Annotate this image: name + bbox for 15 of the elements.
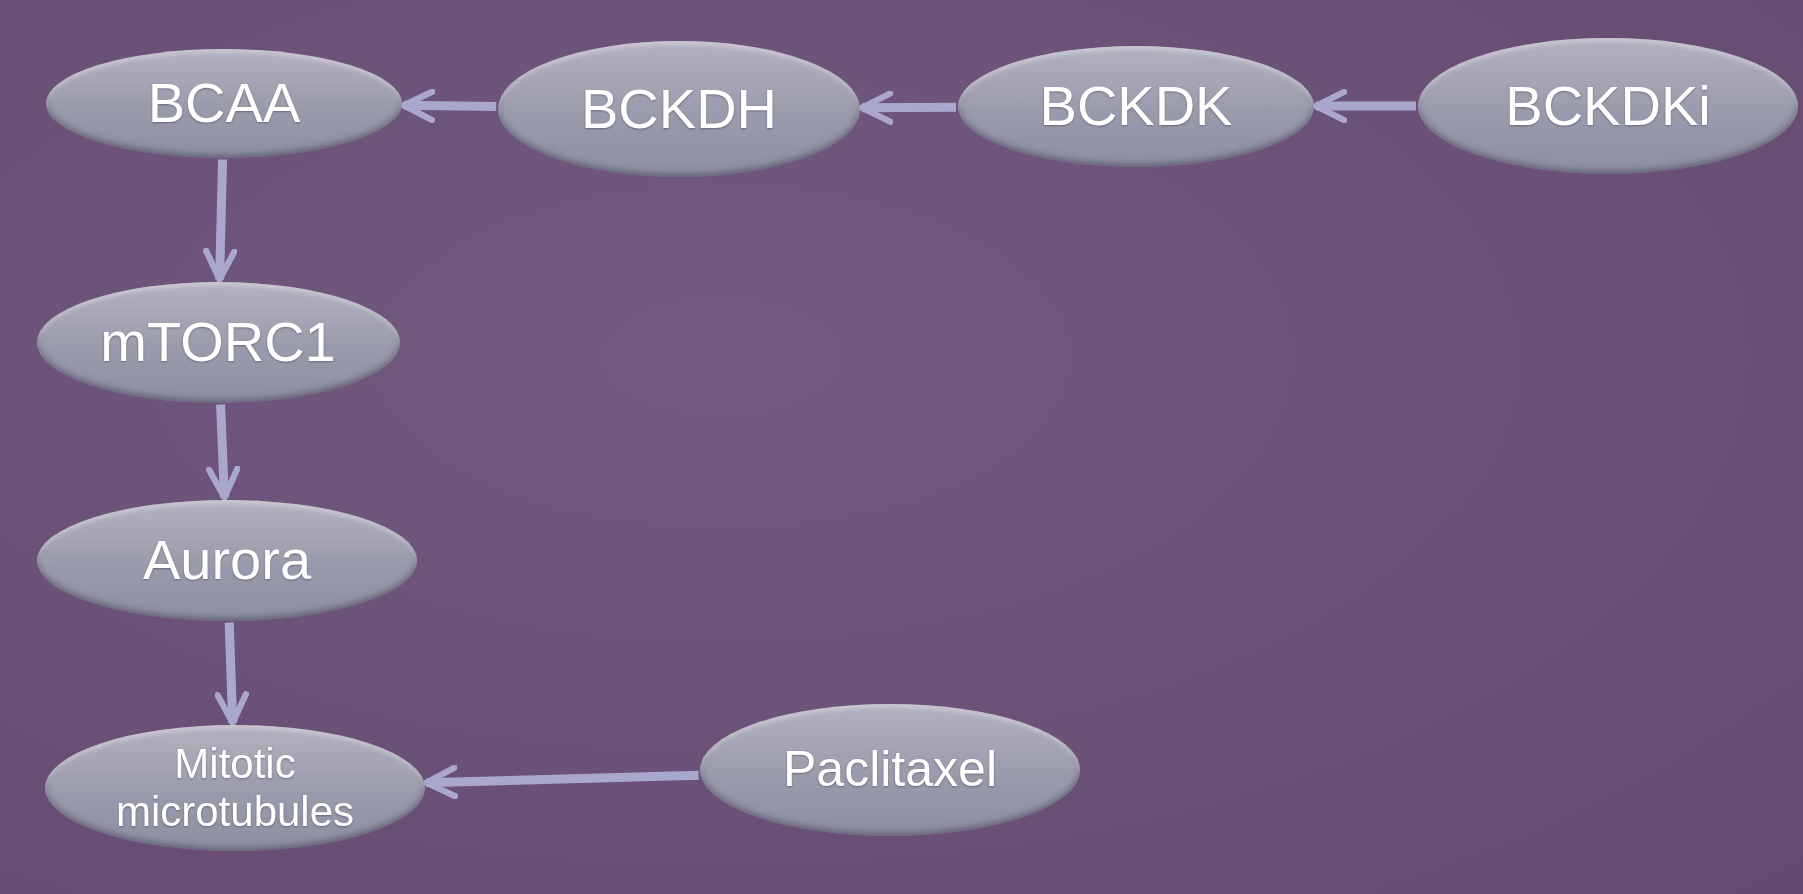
arrow	[203, 159, 238, 283]
node-label: Paclitaxel	[782, 741, 998, 799]
arrow	[423, 764, 699, 800]
node-label: BCKDKi	[1504, 73, 1712, 139]
arrow	[206, 404, 241, 501]
node-label: Aurora	[141, 527, 313, 593]
node-label: mTORC1	[99, 309, 337, 375]
node-label: BCKDH	[580, 76, 778, 142]
node-label: BCKDK	[1038, 73, 1234, 139]
arrow	[400, 88, 497, 124]
node-label: Mitotic microtubules	[114, 739, 356, 837]
node-label: BCAA	[146, 70, 302, 136]
arrow	[858, 90, 957, 125]
arrow	[1312, 88, 1416, 124]
arrow	[214, 622, 249, 727]
